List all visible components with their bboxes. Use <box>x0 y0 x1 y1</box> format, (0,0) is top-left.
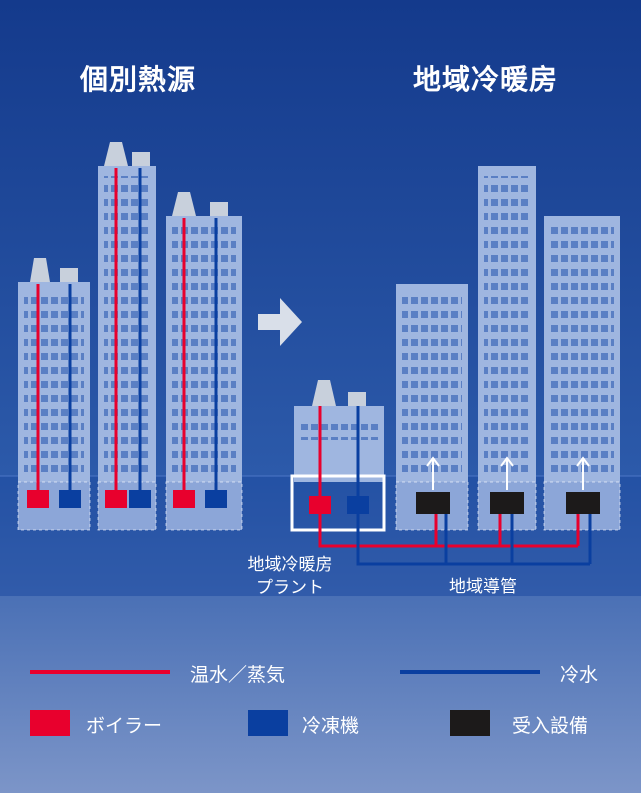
building-right-3 <box>544 216 620 482</box>
left-pipes <box>36 168 218 490</box>
building-right-2 <box>478 166 536 482</box>
chiller-left-3 <box>205 490 227 508</box>
chiller-plant <box>347 496 369 514</box>
receiver-1 <box>416 492 450 514</box>
transition-arrow <box>258 298 302 346</box>
boiler-plant <box>309 496 331 514</box>
legend-hot-water: 温水／蒸気 <box>190 664 286 686</box>
legend-boiler: ボイラー <box>86 715 163 737</box>
title-individual: 個別熱源 <box>80 63 197 96</box>
receiver-3 <box>566 492 600 514</box>
cold-water-line <box>400 670 540 674</box>
plant-label-line1: 地域冷暖房 <box>247 555 333 575</box>
legend-chiller: 冷凍機 <box>302 715 360 737</box>
hot-water-line <box>30 670 170 674</box>
plant-box <box>290 474 386 532</box>
title-district: 地域冷暖房 <box>413 63 559 96</box>
district-pipes <box>318 508 592 566</box>
building-right-1 <box>396 284 468 482</box>
pipe-label: 地域導管 <box>449 577 517 597</box>
legend-cold-water: 冷水 <box>560 664 599 686</box>
chiller-left-2 <box>129 490 151 508</box>
chiller-swatch <box>248 710 288 736</box>
plant-label-line2: プラント <box>256 578 324 598</box>
boiler-left-1 <box>27 490 49 508</box>
boiler-left-2 <box>105 490 127 508</box>
boiler-left-3 <box>173 490 195 508</box>
building-left-3 <box>166 192 242 530</box>
building-left-1 <box>18 258 90 530</box>
chiller-left-1 <box>59 490 81 508</box>
receiver-swatch <box>450 710 490 736</box>
legend-receiver: 受入設備 <box>512 715 589 737</box>
building-left-2 <box>98 142 156 530</box>
plant-label: 地域冷暖房 プラント <box>232 554 348 600</box>
supply-arrows <box>426 456 590 490</box>
boiler-swatch <box>30 710 70 736</box>
receiver-2 <box>490 492 524 514</box>
